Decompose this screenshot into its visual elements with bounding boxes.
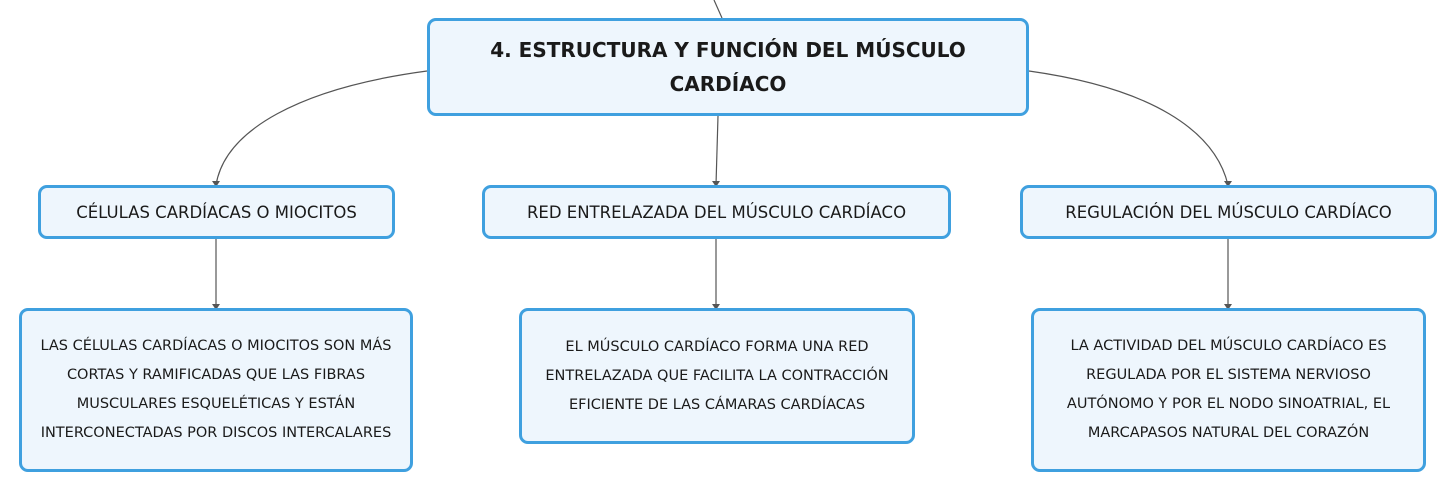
connector-root-to-branch-2 bbox=[715, 115, 719, 186]
arrowhead-detail-2 bbox=[712, 304, 720, 310]
arrowhead-detail-3 bbox=[1224, 304, 1232, 310]
detail-node-regulacion[interactable]: LA ACTIVIDAD DEL MÚSCULO CARDÍACO ES REG… bbox=[1031, 308, 1426, 472]
root-topic-title: 4. ESTRUCTURA Y FUNCIÓN DEL MÚSCULO CARD… bbox=[490, 38, 966, 96]
connector-incoming bbox=[713, 0, 723, 19]
branch-node-red-entrelazada[interactable]: RED ENTRELAZADA DEL MÚSCULO CARDÍACO bbox=[482, 185, 951, 239]
root-topic-node[interactable]: 4. ESTRUCTURA Y FUNCIÓN DEL MÚSCULO CARD… bbox=[427, 18, 1029, 116]
branch-label: CÉLULAS CARDÍACAS O MIOCITOS bbox=[76, 202, 357, 222]
detail-text: LA ACTIVIDAD DEL MÚSCULO CARDÍACO ES REG… bbox=[1066, 338, 1391, 441]
arrowhead-detail-1 bbox=[212, 304, 220, 310]
connector-root-to-branch-1 bbox=[215, 70, 428, 186]
detail-node-miocitos[interactable]: LAS CÉLULAS CARDÍACAS O MIOCITOS SON MÁS… bbox=[19, 308, 413, 472]
detail-text: EL MÚSCULO CARDÍACO FORMA UNA RED ENTREL… bbox=[545, 338, 889, 413]
detail-node-red-entrelazada[interactable]: EL MÚSCULO CARDÍACO FORMA UNA RED ENTREL… bbox=[519, 308, 915, 444]
arrowhead-branch-3 bbox=[1224, 181, 1232, 187]
connector-root-to-branch-3 bbox=[1028, 70, 1229, 186]
branch-label: REGULACIÓN DEL MÚSCULO CARDÍACO bbox=[1065, 202, 1392, 222]
branch-node-regulacion[interactable]: REGULACIÓN DEL MÚSCULO CARDÍACO bbox=[1020, 185, 1437, 239]
arrowhead-branch-1 bbox=[212, 181, 220, 187]
arrowhead-branch-2 bbox=[712, 181, 720, 187]
detail-text: LAS CÉLULAS CARDÍACAS O MIOCITOS SON MÁS… bbox=[40, 338, 392, 441]
branch-node-miocitos[interactable]: CÉLULAS CARDÍACAS O MIOCITOS bbox=[38, 185, 395, 239]
branch-label: RED ENTRELAZADA DEL MÚSCULO CARDÍACO bbox=[526, 202, 907, 222]
